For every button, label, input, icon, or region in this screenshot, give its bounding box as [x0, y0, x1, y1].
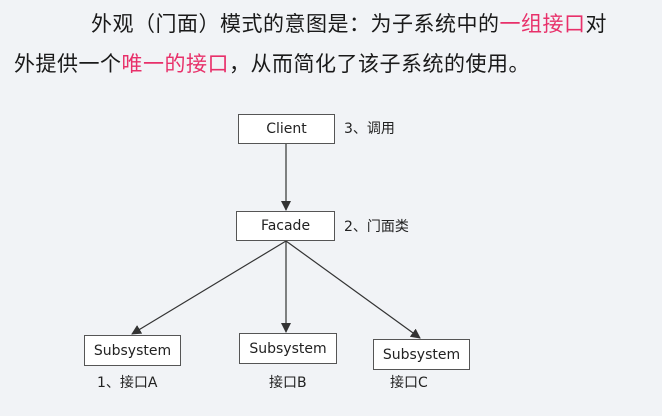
subsystem-a-box: Subsystem [84, 335, 181, 366]
facade-note: 2、门面类 [344, 219, 409, 235]
subsystem-b-label: Subsystem [249, 340, 327, 357]
subsystem-c-note: 接口C [390, 375, 428, 391]
client-note: 3、调用 [344, 121, 395, 137]
title-text: 外观（门面）模式的意图是：为子系统中的 [91, 12, 500, 36]
title-highlight-interfaces: 一组接口 [499, 12, 586, 36]
facade-box: Facade [236, 211, 335, 241]
facade-label: Facade [260, 218, 311, 234]
subsystem-c-label: Subsystem [382, 346, 461, 363]
subsystem-b-box: Subsystem [239, 333, 337, 364]
title-text: ，从而简化了该子系统的使用。 [229, 52, 530, 76]
arrow-facade-to-subsystem-a [131, 240, 287, 335]
client-box: Client [238, 114, 335, 144]
title-text: 外提供一个 [14, 52, 122, 76]
subsystem-a-label: Subsystem [93, 342, 172, 359]
subsystem-a-note: 1、接口A [97, 375, 158, 391]
title-line-1: 外观（门面）模式的意图是：为子系统中的一组接口对 [18, 8, 662, 38]
client-label: Client [266, 121, 307, 137]
title-highlight-unique-interface: 唯一的接口 [121, 52, 229, 76]
arrow-facade-to-subsystem-c [285, 240, 421, 339]
subsystem-c-box: Subsystem [373, 339, 470, 370]
subsystem-b-note: 接口B [269, 375, 307, 391]
title-line-2: 外提供一个唯一的接口，从而简化了该子系统的使用。 [14, 48, 662, 78]
title-text: 对 [585, 12, 607, 36]
